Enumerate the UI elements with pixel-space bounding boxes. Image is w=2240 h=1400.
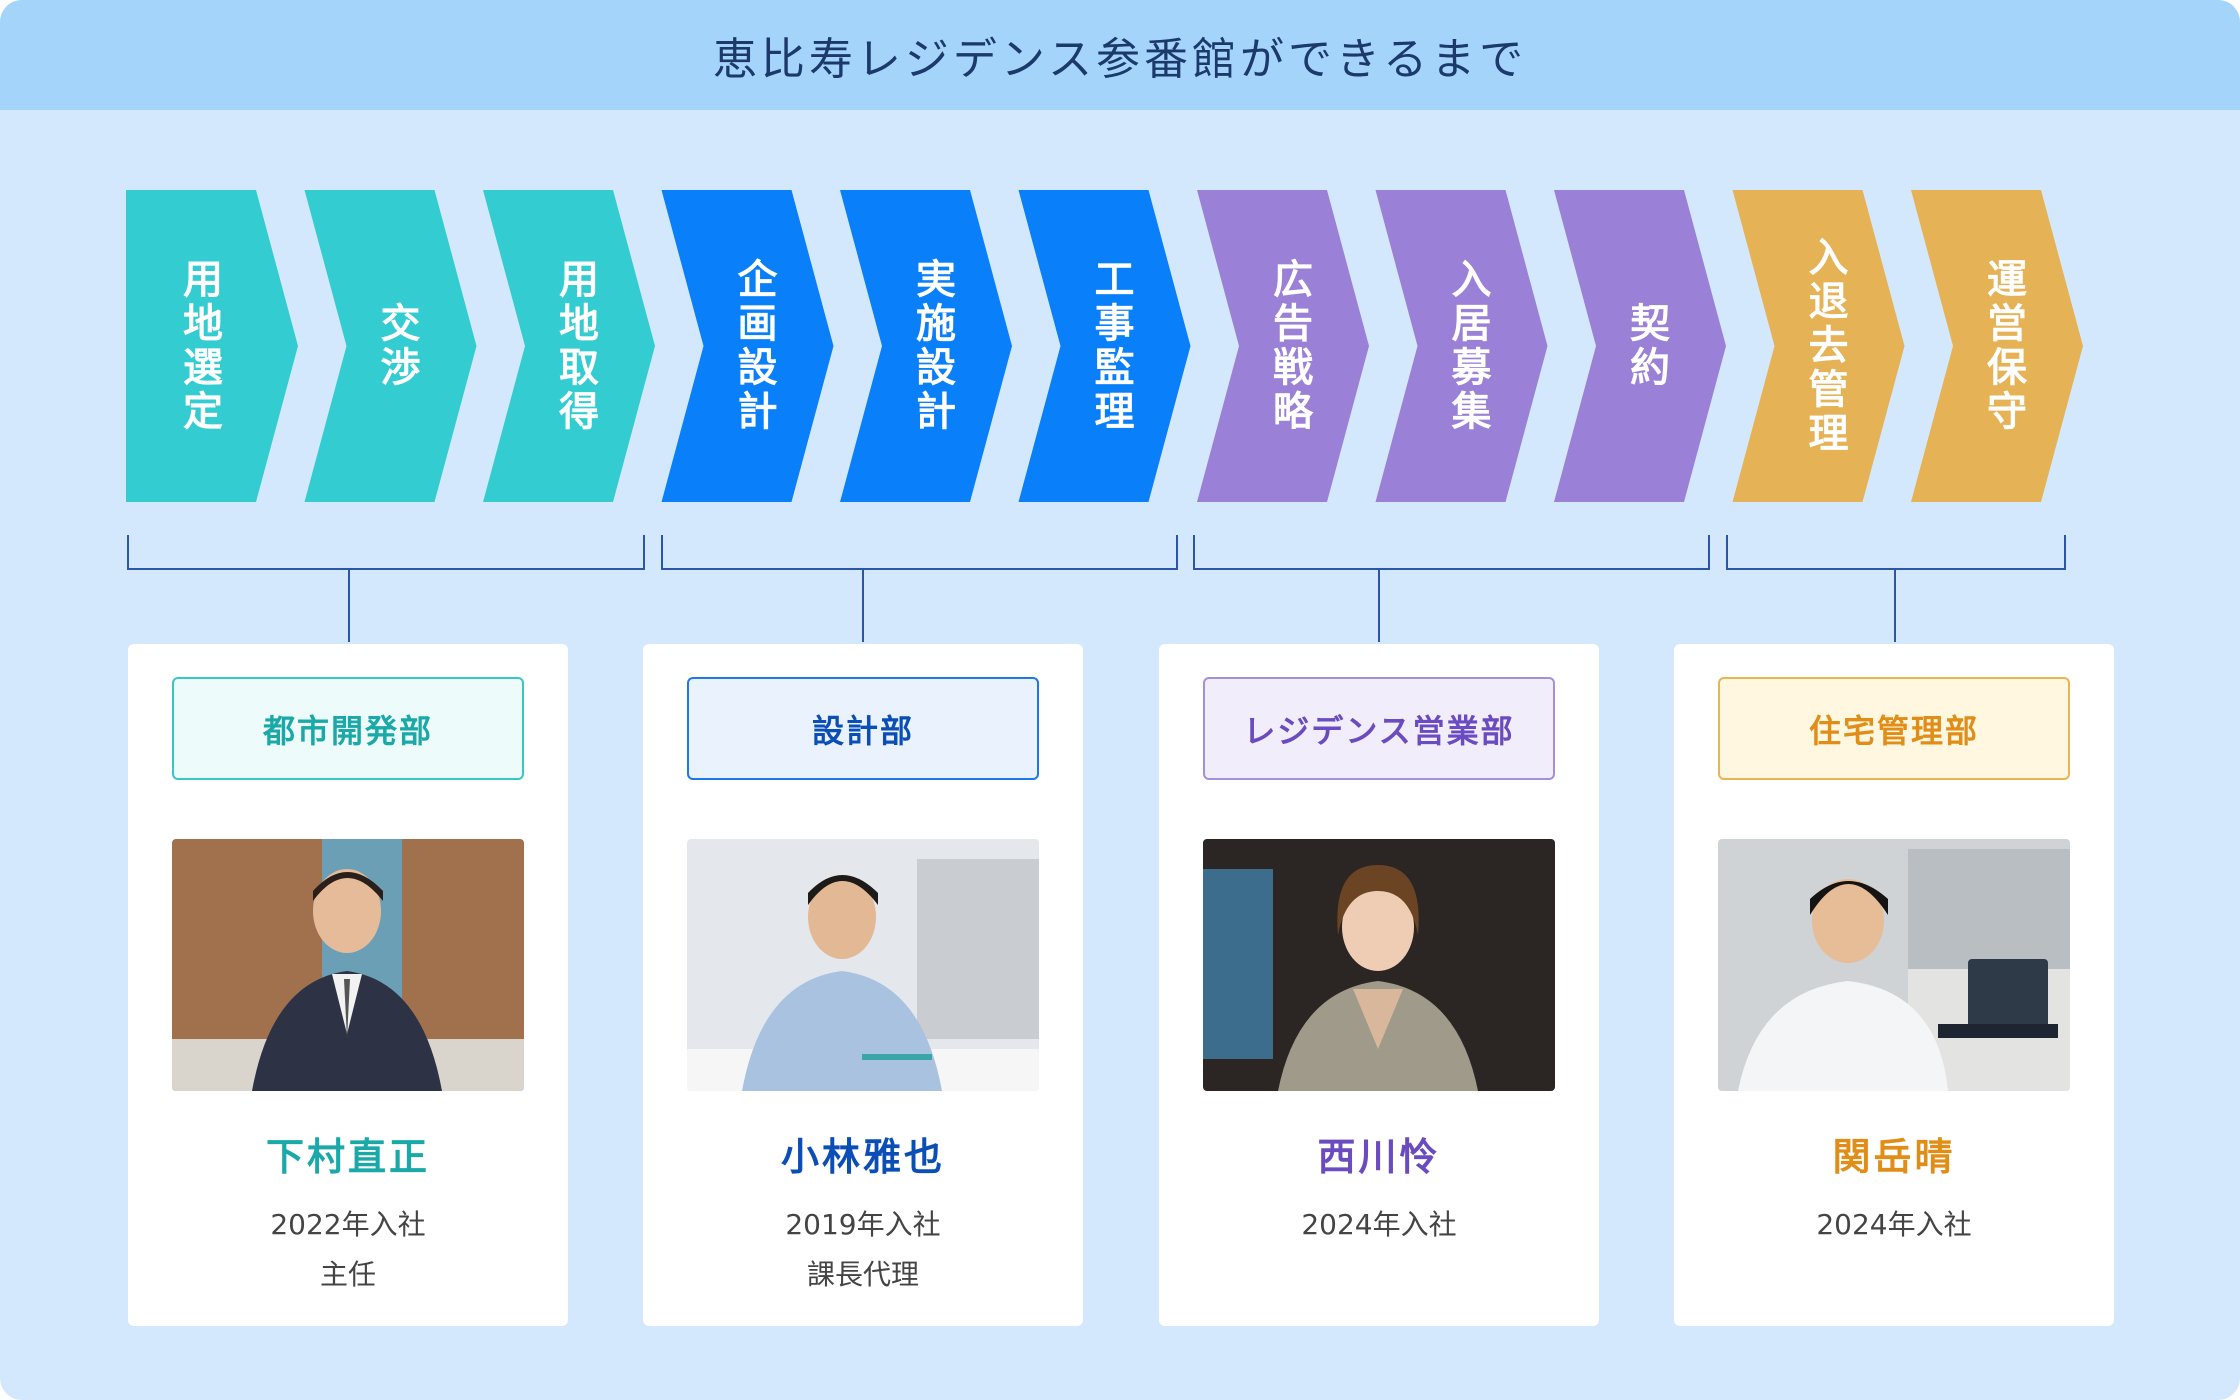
person-meta: 2022年入社 主任 bbox=[128, 1200, 568, 1300]
flow-step-1-urban-development bbox=[126, 190, 298, 502]
flow-step-text: 実施設計 bbox=[909, 258, 955, 434]
flow-step-label: 入退去管理 bbox=[1765, 190, 1885, 502]
bracket-urban-development bbox=[127, 535, 645, 642]
dept-badge: 設計部 bbox=[687, 677, 1039, 780]
dept-card-design: 設計部 小林雅也 2019年入社 課長代理 bbox=[643, 644, 1083, 1326]
flow-step-text: 企画設計 bbox=[730, 258, 777, 434]
flow-step-9-residence-sales bbox=[1554, 190, 1726, 502]
flow-step-label: 用地選定 bbox=[139, 190, 259, 502]
dept-card-housing-management: 住宅管理部 関岳晴 2024年入社 bbox=[1674, 644, 2114, 1326]
person-meta: 2024年入社 bbox=[1159, 1200, 1599, 1300]
bracket-housing-management bbox=[1726, 535, 2066, 642]
bracket-residence-sales bbox=[1193, 535, 1710, 642]
flow-chevrons bbox=[126, 190, 2083, 502]
bracket-design bbox=[661, 535, 1178, 642]
dept-card-urban-development: 都市開発部 下村直正 2022年入社 主任 bbox=[128, 644, 568, 1326]
flow-step-7-residence-sales bbox=[1197, 190, 1369, 502]
flow-step-label: 企画設計 bbox=[694, 190, 814, 502]
person-name: 下村直正 bbox=[265, 1135, 430, 1179]
person-name: 小林雅也 bbox=[780, 1135, 945, 1179]
person-photo bbox=[687, 839, 1039, 1091]
dept-badge: 住宅管理部 bbox=[1718, 677, 2070, 780]
join-year: 2022年入社 bbox=[270, 1208, 426, 1241]
flow-step-4-design bbox=[661, 190, 834, 502]
dept-badge: 都市開発部 bbox=[172, 677, 524, 780]
flow-step-6-design bbox=[1018, 190, 1191, 502]
flow-step-text: 入居募集 bbox=[1444, 258, 1491, 434]
person-name: 関岳晴 bbox=[1832, 1135, 1956, 1179]
person-photo bbox=[1718, 839, 2070, 1091]
diagram-title: 恵比寿レジデンス参番館ができるまで bbox=[712, 34, 1528, 85]
dept-card-residence-sales: レジデンス営業部 西川怜 2024年入社 bbox=[1159, 644, 1599, 1326]
job-title bbox=[1674, 1250, 2114, 1300]
job-title: 主任 bbox=[319, 1258, 376, 1291]
flow-step-label: 交渉 bbox=[337, 190, 457, 502]
flow-step-text: 運営保守 bbox=[1980, 258, 2026, 434]
flow-step-text: 契約 bbox=[1623, 302, 1669, 390]
flow-step-text: 工事監理 bbox=[1087, 258, 1134, 434]
flow-step-text: 広告戦略 bbox=[1266, 258, 1312, 434]
flow-step-label: 入居募集 bbox=[1408, 190, 1528, 502]
flow-step-text: 用地選定 bbox=[176, 258, 222, 434]
flow-step-label: 実施設計 bbox=[872, 190, 992, 502]
title-bar: 恵比寿レジデンス参番館ができるまで bbox=[0, 0, 2240, 110]
flow-step-label: 工事監理 bbox=[1051, 190, 1171, 502]
job-title: 課長代理 bbox=[806, 1258, 919, 1291]
job-title bbox=[1159, 1250, 1599, 1300]
person-meta: 2019年入社 課長代理 bbox=[643, 1200, 1083, 1300]
person-photo bbox=[1203, 839, 1555, 1091]
flow-step-label: 契約 bbox=[1586, 190, 1706, 502]
flow-step-label: 運営保守 bbox=[1943, 190, 2063, 502]
flow-step-text: 入退去管理 bbox=[1801, 236, 1848, 456]
flow-step-label: 用地取得 bbox=[515, 190, 635, 502]
flow-step-11-housing-management bbox=[1911, 190, 2083, 502]
flow-step-3-urban-development bbox=[483, 190, 655, 502]
flow-step-text: 用地取得 bbox=[552, 258, 598, 434]
join-year: 2024年入社 bbox=[1816, 1208, 1972, 1241]
flow-step-10-housing-management bbox=[1732, 190, 1905, 502]
flow-step-8-residence-sales bbox=[1375, 190, 1548, 502]
flow-step-5-design bbox=[840, 190, 1012, 502]
flow-step-label: 広告戦略 bbox=[1229, 190, 1349, 502]
person-photo bbox=[172, 839, 524, 1091]
process-flow: 用地選定 交渉 用地取得 企画設計 実施設計 工事監理 広告戦略 入居募集 契約 入退去管理 運営保… bbox=[126, 190, 2126, 502]
join-year: 2024年入社 bbox=[1301, 1208, 1457, 1241]
flow-step-text: 交渉 bbox=[373, 302, 420, 390]
flow-step-2-urban-development bbox=[304, 190, 477, 502]
person-name: 西川怜 bbox=[1317, 1135, 1441, 1179]
person-meta: 2024年入社 bbox=[1674, 1200, 2114, 1300]
join-year: 2019年入社 bbox=[785, 1208, 941, 1241]
dept-badge: レジデンス営業部 bbox=[1203, 677, 1555, 780]
